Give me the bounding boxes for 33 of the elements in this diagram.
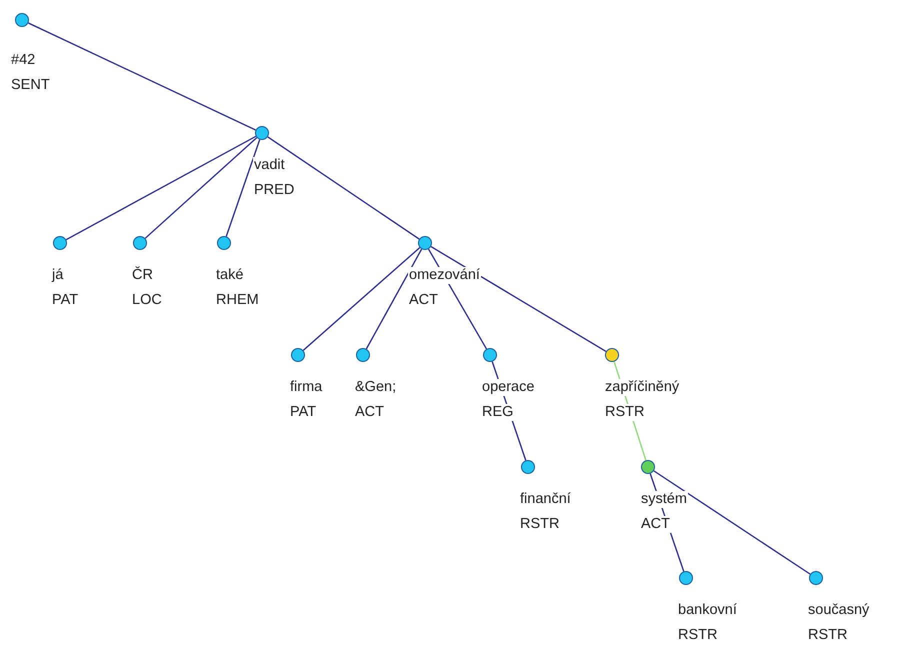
tree-node-circle	[679, 571, 693, 585]
word-label: současný	[807, 602, 870, 619]
tree-node-circle	[605, 348, 619, 362]
functor-label: REG	[481, 404, 514, 421]
word-label: já	[51, 267, 64, 284]
tree-node-circle	[418, 236, 432, 250]
tree-node-circle	[356, 348, 370, 362]
tree-node-circle	[133, 236, 147, 250]
word-label: zapříčiněný	[604, 379, 680, 396]
tree-node-circle	[255, 126, 269, 140]
tree-node-circle	[15, 13, 29, 27]
tree-edge	[28, 22, 256, 131]
tree-edge	[653, 470, 811, 575]
tree-node-circle	[521, 460, 535, 474]
tree-node-circle	[641, 460, 655, 474]
tree-edge	[302, 247, 420, 351]
tree-edge	[267, 136, 420, 240]
tree-node-circle	[217, 236, 231, 250]
tree-node-circle	[291, 348, 305, 362]
word-label: systém	[640, 491, 688, 508]
tree-edge	[144, 137, 258, 239]
functor-label: ACT	[640, 516, 671, 533]
tree-edge	[66, 136, 256, 240]
tree-node-circle	[809, 571, 823, 585]
tree-edge	[430, 246, 606, 352]
word-label: operace	[481, 379, 536, 396]
functor-label: RSTR	[604, 404, 646, 421]
word-label: omezování	[408, 267, 481, 284]
tree-edge	[366, 248, 422, 350]
tree-node-circle	[53, 236, 67, 250]
tree-edge	[226, 139, 260, 237]
tree-node-circle	[483, 348, 497, 362]
word-label: &Gen;	[354, 379, 398, 396]
